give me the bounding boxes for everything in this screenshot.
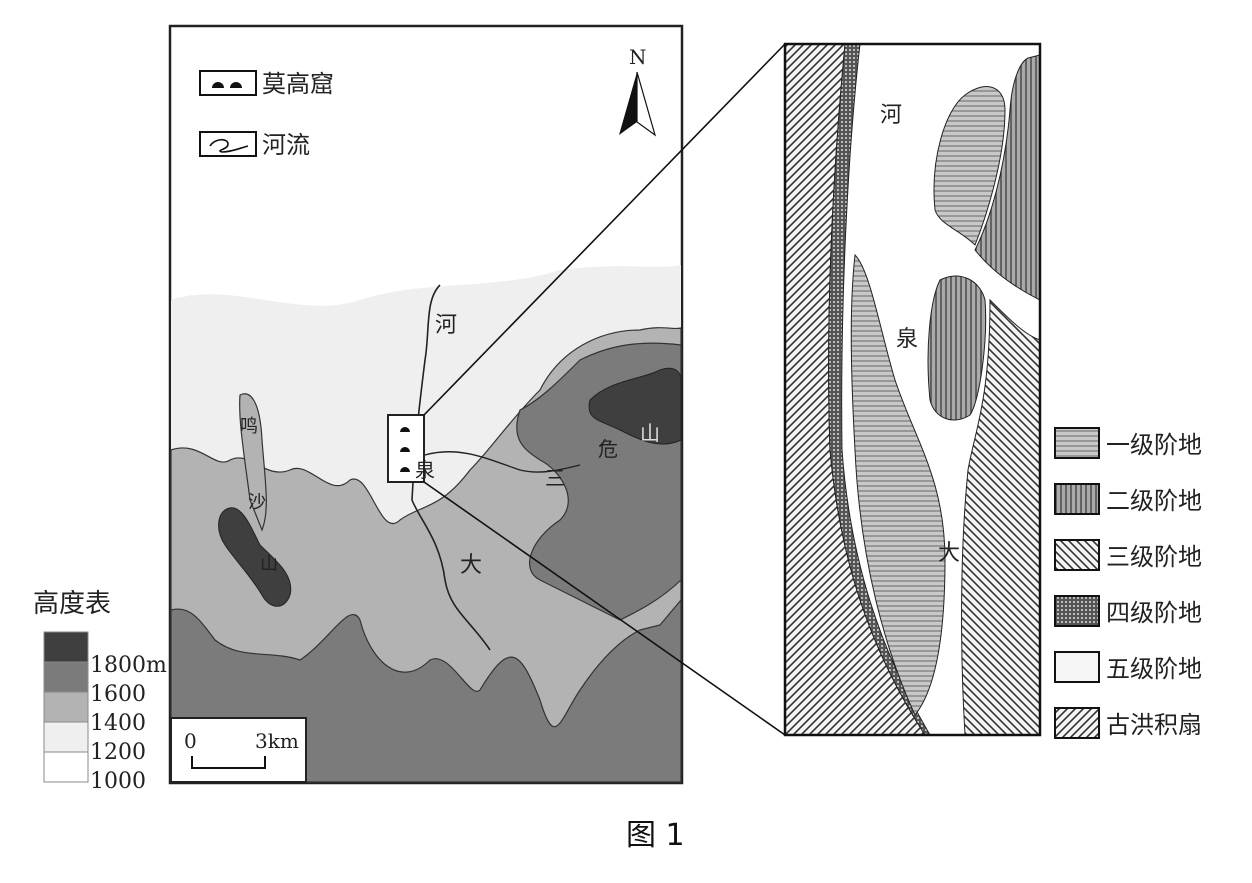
inset-label-quan: 泉	[896, 327, 918, 352]
terrace-level-1-main	[850, 253, 946, 716]
scale-start: 0	[184, 729, 197, 753]
elevation-level-label: 1200	[90, 740, 146, 765]
elevation-swatch	[43, 631, 89, 663]
terrace-level-1-north	[933, 86, 1006, 246]
main-map: 河 泉 大 三 危 山 鸣 沙 山 莫高窟 河流 N 0 3km	[168, 24, 684, 785]
label-wei: 危	[598, 437, 618, 461]
elevation-legend-title: 高度表	[33, 589, 111, 619]
elevation-above-1800-sanwei	[588, 367, 682, 445]
north-label: N	[629, 45, 647, 69]
terrace-swatch-dots	[1054, 595, 1100, 627]
terrace-swatch-blank	[1054, 651, 1100, 683]
label-quan: 泉	[415, 458, 435, 482]
legend-label: 莫高窟	[262, 70, 334, 98]
scale-end: 3km	[255, 729, 299, 753]
zoom-connector-bottom	[423, 481, 786, 736]
legend-label: 河流	[262, 131, 310, 159]
label-san: 三	[545, 466, 565, 490]
elevation-swatch	[43, 751, 89, 783]
elevation-swatch	[43, 691, 89, 723]
inset-label-da: 大	[938, 541, 960, 566]
elevation-level-label: 1600	[90, 682, 146, 707]
elevation-level-label: 1400	[90, 711, 146, 736]
figure-caption: 图 1	[626, 818, 685, 853]
elevation-level-label: 1000	[90, 769, 146, 794]
terrace-swatch-horizontal	[1054, 427, 1100, 459]
elevation-swatch	[43, 661, 89, 693]
terrace-legend-label: 四级阶地	[1106, 599, 1202, 627]
label-shan-sanwei: 山	[640, 421, 660, 445]
terrace-level-3	[961, 298, 1041, 736]
cave-symbol-icon	[212, 82, 242, 88]
terrace-legend-label: 古洪积扇	[1106, 711, 1202, 739]
label-he: 河	[435, 313, 457, 338]
inset-frame	[783, 42, 1042, 737]
label-shan-mingsha: 山	[260, 554, 278, 575]
cave-symbol-icon	[400, 427, 410, 472]
river-tributary	[424, 451, 581, 473]
north-arrow-icon: N	[619, 45, 657, 137]
terrace-legend-label: 二级阶地	[1106, 487, 1202, 515]
scale-bar: 0 3km	[170, 717, 307, 783]
inset-map: 河 泉 大	[783, 42, 1042, 737]
legend-mogao: 莫高窟	[199, 70, 334, 98]
elevation-legend: 高度表 1800m 1600 1400 1200 1000	[33, 589, 167, 794]
elevation-swatch	[43, 721, 89, 753]
elevation-above-1800-mingsha	[218, 507, 292, 607]
terrace-legend-label: 五级阶地	[1106, 655, 1202, 683]
terrace-swatch-vertical	[1054, 483, 1100, 515]
terrace-swatch-diag-back	[1054, 539, 1100, 571]
ridge-mingsha	[239, 393, 267, 532]
label-da: 大	[460, 553, 482, 578]
legend-river: 河流	[199, 131, 310, 159]
terrace-swatch-diag-fwd	[1054, 707, 1100, 739]
label-sha: 沙	[248, 492, 266, 513]
river	[411, 284, 491, 651]
terrace-legend-label: 一级阶地	[1106, 431, 1202, 459]
inset-label-he: 河	[880, 103, 902, 128]
elevation-level-label: 1800m	[90, 653, 167, 678]
label-ming: 鸣	[240, 416, 258, 437]
terrace-level-2-ne	[974, 54, 1041, 301]
river-symbol-icon	[209, 138, 249, 153]
terrace-legend-label: 三级阶地	[1106, 543, 1202, 571]
terrace-level-2-island	[927, 275, 987, 421]
zoom-connector-top	[423, 43, 786, 416]
